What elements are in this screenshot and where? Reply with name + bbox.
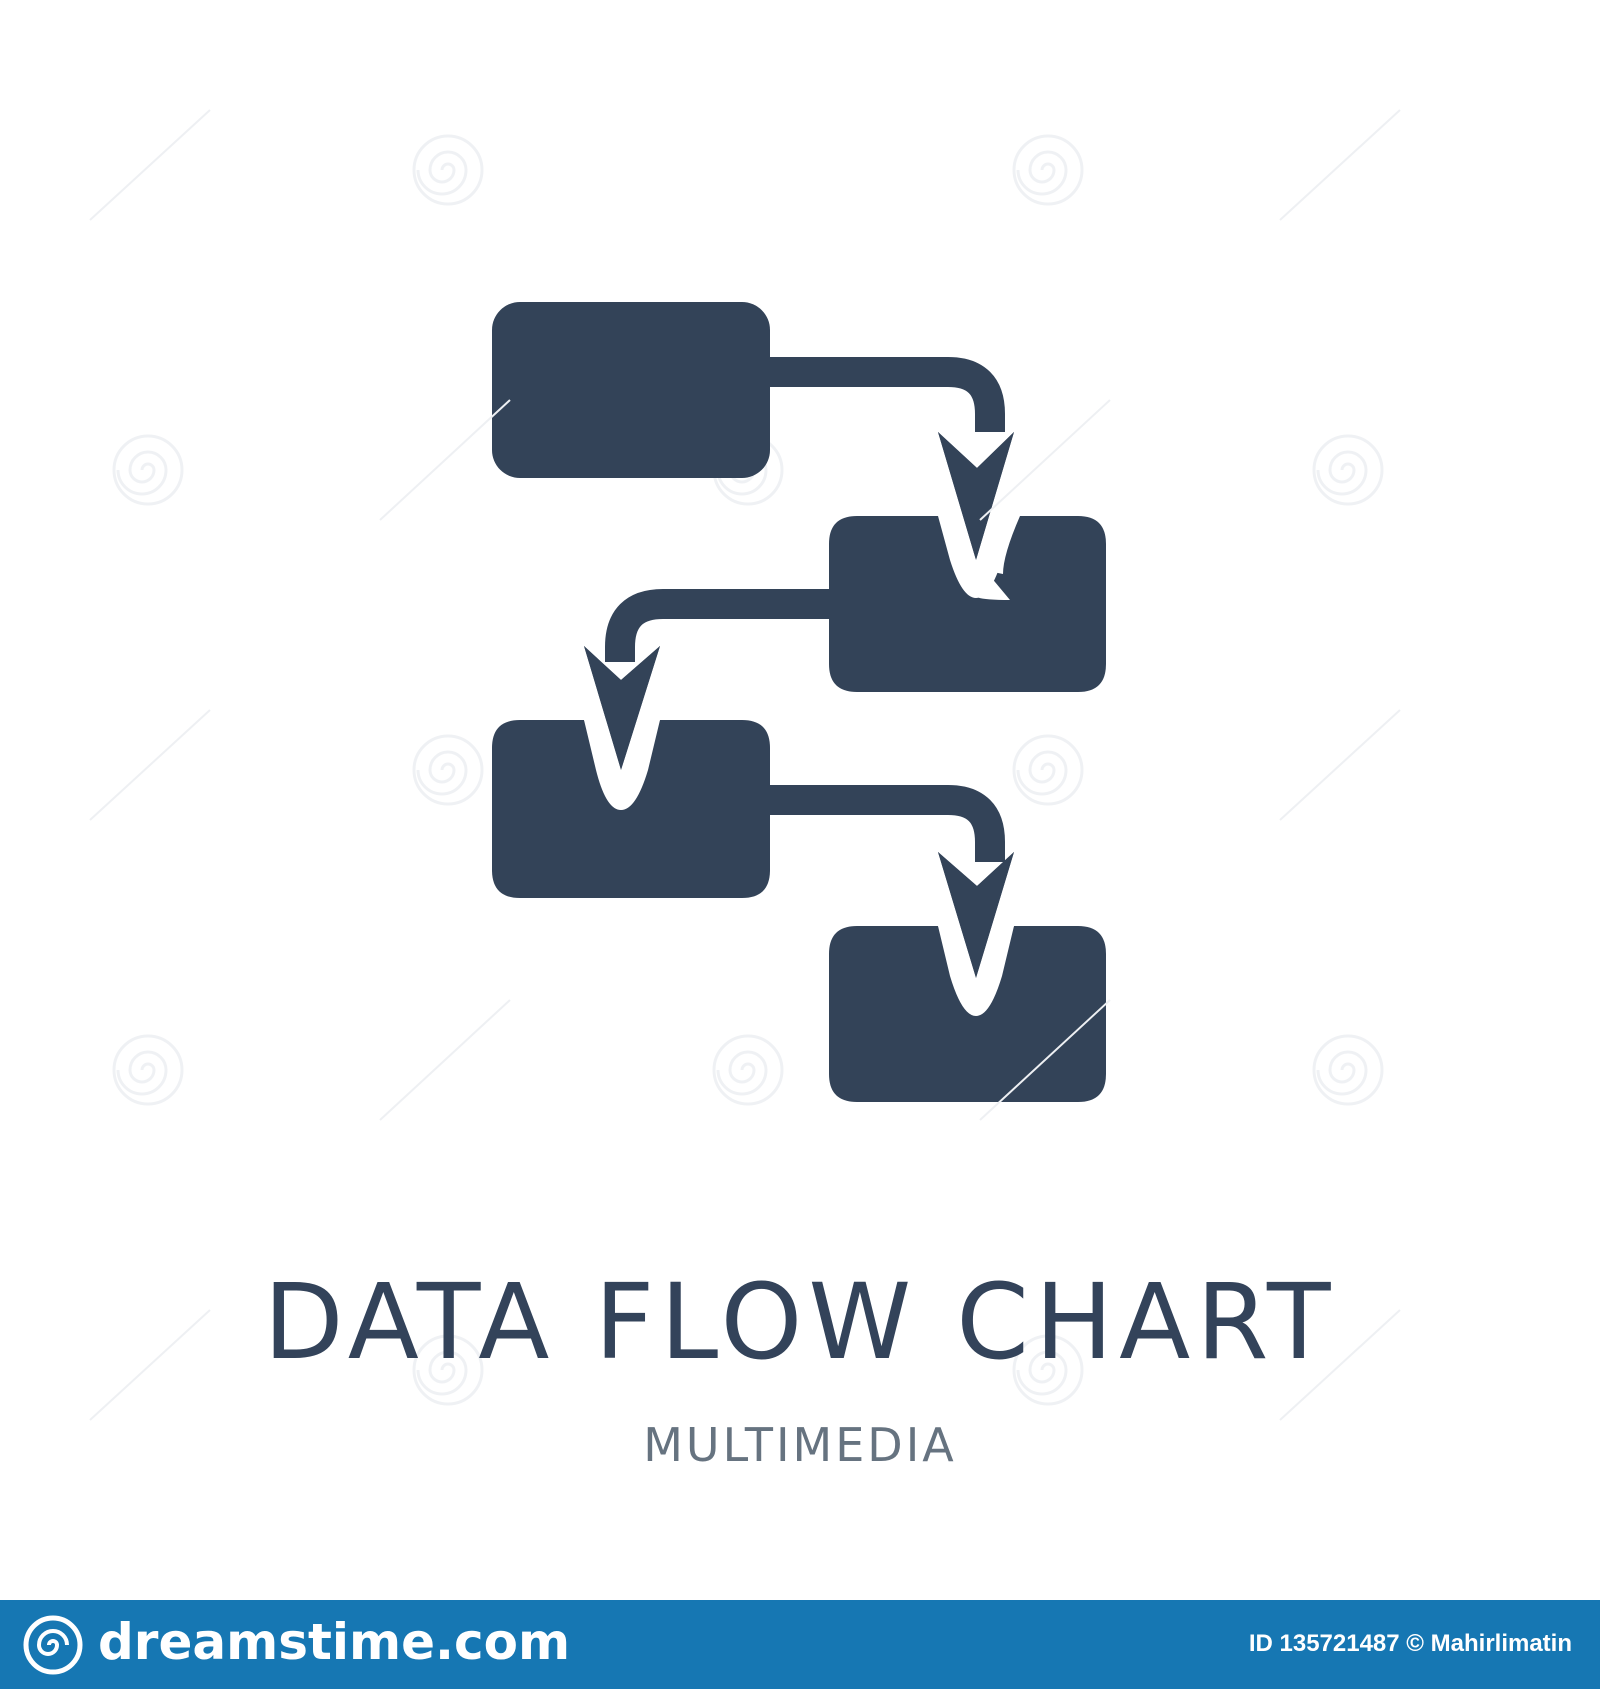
watermark-lines [89,109,1401,1421]
footer-brand[interactable]: dreamstime.com [98,1613,571,1671]
dreamstime-logo-icon [23,1615,83,1675]
flow-connector-2 [605,589,829,662]
footer-credit: ID 135721487 © Mahirlimatin [1248,1630,1572,1657]
image-subtitle: MULTIMEDIA [643,1418,957,1472]
footer-bar: dreamstime.com ID 135721487 © Mahirlimat… [0,1600,1600,1689]
flow-box-3 [492,720,770,898]
flow-box-4 [829,926,1106,1102]
data-flow-chart-icon [89,109,1401,1421]
flow-box-2 [829,516,1106,692]
flow-box-1 [492,302,770,478]
flow-connector-1 [770,357,1005,432]
image-title: DATA FLOW CHART [263,1261,1337,1383]
stock-image-canvas: DATA FLOW CHART MULTIMEDIA [89,109,1401,1472]
flow-connector-3 [770,785,1005,862]
